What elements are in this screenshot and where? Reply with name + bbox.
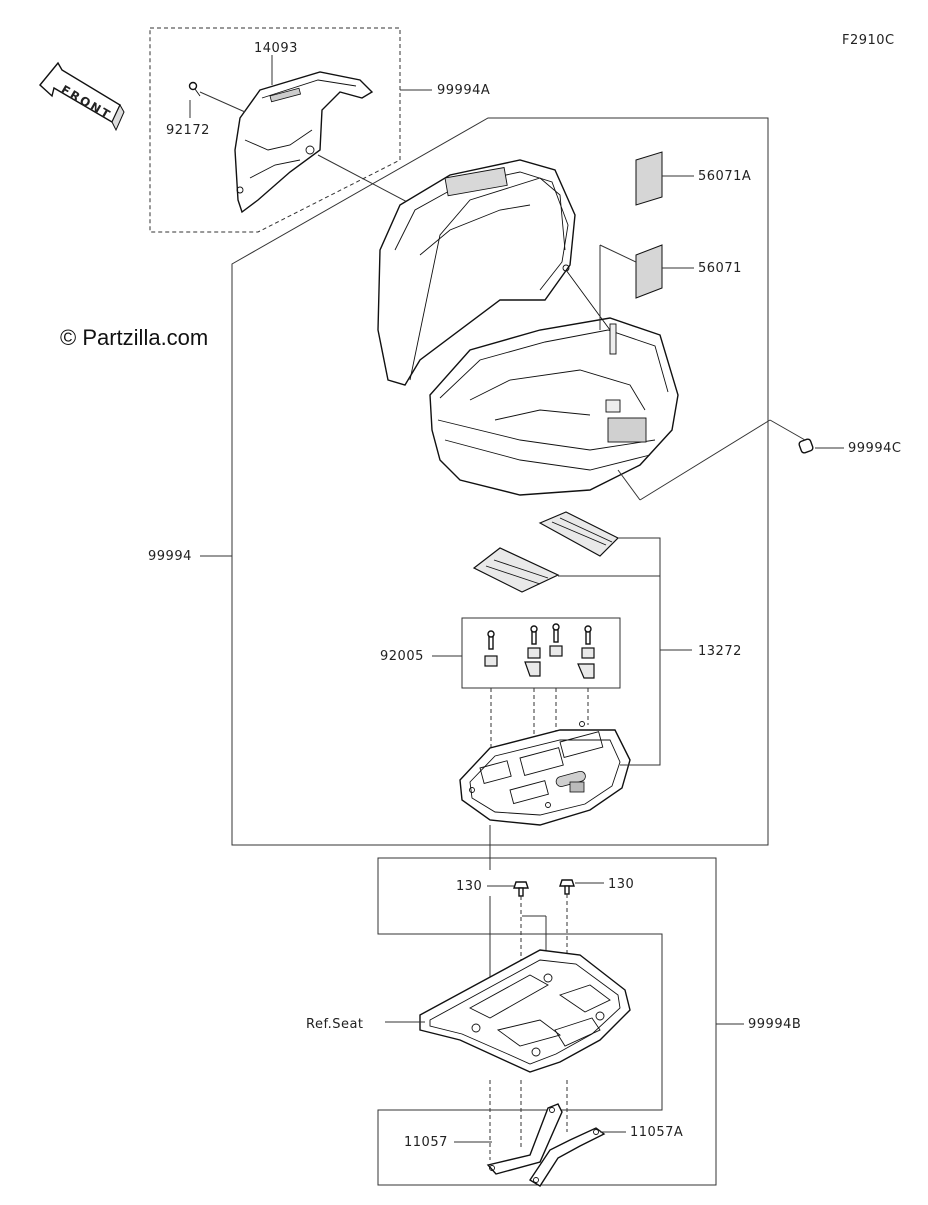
front-arrow-icon: FRONT: [39, 61, 125, 132]
label-130-left: 130: [456, 879, 482, 894]
label-92172: 92172: [166, 123, 210, 138]
decal-56071: [635, 244, 663, 299]
screw-92172: [188, 81, 201, 97]
label-56071: 56071: [698, 261, 742, 276]
rubber-pad-lower: [472, 547, 560, 593]
label-92005: 92005: [380, 649, 424, 664]
group-99994B-bracket: [377, 857, 717, 1186]
bolt-130-right: [559, 879, 575, 895]
label-99994: 99994: [148, 549, 192, 564]
label-99994A: 99994A: [437, 83, 490, 98]
fasteners-92005: [484, 623, 595, 679]
bolt-130-left: [513, 881, 529, 897]
top-case-body: [377, 159, 679, 496]
rubber-pad-upper: [538, 511, 620, 557]
group-99994-bracket: [231, 117, 769, 846]
label-99994C: 99994C: [848, 441, 901, 456]
watermark: © Partzilla.com: [60, 325, 208, 350]
decal-56071A: [635, 151, 663, 206]
base-plate-13272: [459, 721, 631, 826]
label-11057A: 11057A: [630, 1125, 683, 1140]
bracket-11057A: [529, 1127, 606, 1187]
rear-carrier-plate: [419, 949, 631, 1073]
label-ref-seat: Ref.Seat: [306, 1017, 364, 1032]
backrest-pad-14093: [234, 71, 374, 214]
label-56071A: 56071A: [698, 169, 751, 184]
label-99994B: 99994B: [748, 1017, 801, 1032]
group-99994A: 99994A 14093 92172: [149, 27, 490, 233]
label-14093: 14093: [254, 41, 298, 56]
label-130-right: 130: [608, 877, 634, 892]
label-13272: 13272: [698, 644, 742, 659]
bracket-11057: [486, 1103, 563, 1175]
group-92005-bracket: [461, 617, 621, 689]
diagram-code: F2910C: [842, 33, 895, 48]
label-11057: 11057: [404, 1135, 448, 1150]
cap-99994C: [798, 438, 814, 454]
